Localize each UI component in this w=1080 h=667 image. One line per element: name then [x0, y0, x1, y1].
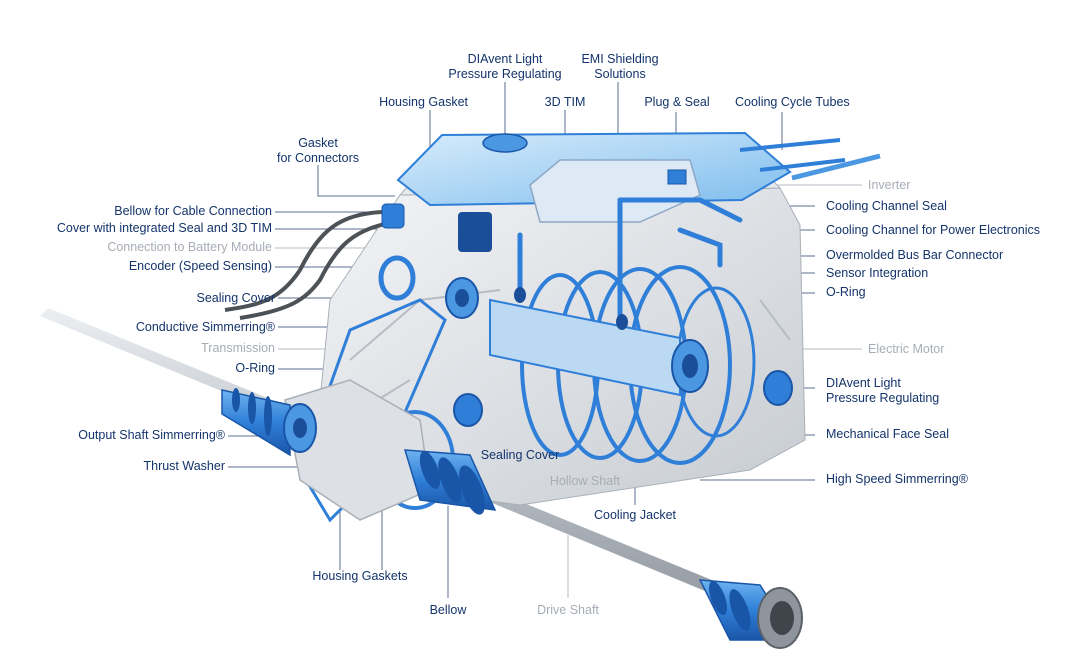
label-housing-gasket: Housing Gasket	[379, 95, 468, 109]
label-plug-seal: Plug & Seal	[644, 95, 710, 109]
label-high-speed-simmerring: High Speed Simmerring®	[826, 472, 968, 486]
label-o-ring-left: O-Ring	[235, 361, 275, 375]
label-transmission: Transmission	[201, 341, 275, 355]
label-o-ring-right: O-Ring	[826, 285, 866, 299]
label-connection-battery: Connection to Battery Module	[107, 240, 272, 254]
label-emi-shielding: EMI Shielding Solutions	[581, 52, 659, 81]
label-conductive-simmerring: Conductive Simmerring®	[135, 320, 275, 334]
inverter-cover	[396, 131, 881, 252]
label-sensor-integration: Sensor Integration	[826, 266, 929, 280]
label-gasket-connectors: Gasket for Connectors	[277, 136, 359, 165]
label-electric-motor: Electric Motor	[868, 342, 945, 356]
label-cooling-channel-seal: Cooling Channel Seal	[826, 199, 947, 213]
label-inverter: Inverter	[868, 178, 911, 192]
label-hollow-shaft: Hollow Shaft	[549, 474, 621, 488]
label-diavent-right: DIAvent Light Pressure Regulating	[826, 376, 940, 405]
label-encoder: Encoder (Speed Sensing)	[128, 259, 272, 273]
label-thrust-washer: Thrust Washer	[143, 459, 225, 473]
label-cooling-jacket: Cooling Jacket	[594, 508, 676, 522]
label-cooling-cycle-tubes: Cooling Cycle Tubes	[735, 95, 850, 109]
motor-rotor	[489, 287, 709, 397]
label-diavent-top: DIAvent Light Pressure Regulating	[448, 52, 562, 81]
label-overmolded-bus-bar: Overmolded Bus Bar Connector	[826, 248, 1004, 262]
label-bellow-cable: Bellow for Cable Connection	[114, 204, 272, 218]
label-bellow: Bellow	[429, 603, 467, 617]
label-sealing-cover-bottom: Sealing Cover	[480, 448, 560, 462]
label-sealing-cover-left: Sealing Cover	[196, 291, 275, 305]
label-output-shaft-simmerring: Output Shaft Simmerring®	[78, 428, 225, 442]
label-cooling-channel-pe: Cooling Channel for Power Electronics	[826, 223, 1040, 237]
left-bellow	[221, 388, 317, 457]
cooling-pipes	[517, 197, 743, 323]
label-cover-seal-tim: Cover with integrated Seal and 3D TIM	[56, 221, 272, 235]
front-bellow	[403, 449, 497, 515]
label-housing-gaskets: Housing Gaskets	[312, 569, 408, 583]
label-drive-shaft: Drive Shaft	[537, 603, 599, 617]
cable-connectors	[224, 203, 405, 320]
label-3d-tim: 3D TIM	[544, 95, 586, 109]
far-right-bellow	[698, 579, 803, 649]
label-mechanical-face-seal: Mechanical Face Seal	[826, 427, 949, 441]
